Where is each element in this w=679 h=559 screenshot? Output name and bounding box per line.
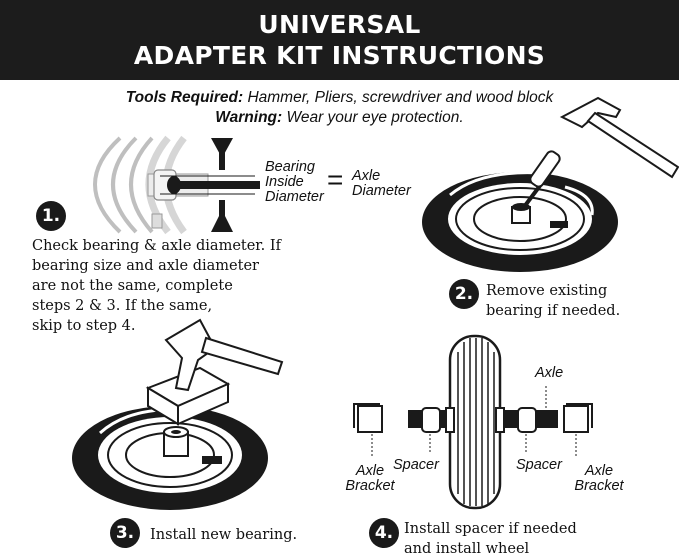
- step-2-badge: 2.: [449, 279, 479, 309]
- spacer-icon: [421, 407, 441, 433]
- tools-text: Hammer, Pliers, screwdriver and wood blo…: [247, 89, 554, 106]
- axle-bracket-left-label: Axle Bracket: [345, 463, 395, 494]
- bearing-diagram-icon: [93, 135, 260, 235]
- spacer-icon: [517, 407, 537, 433]
- title-banner: UNIVERSAL ADAPTER KIT INSTRUCTIONS: [0, 0, 679, 80]
- step-1-badge: 1.: [36, 201, 66, 231]
- step-3-text: Install new bearing.: [150, 527, 298, 543]
- title-line-1: UNIVERSAL: [258, 10, 421, 39]
- wheel-icon: [72, 406, 268, 510]
- install-wheel-illustration: [353, 334, 593, 510]
- warning-label: Warning:: [215, 109, 283, 126]
- warning-line: Warning: Wear your eye protection.: [0, 108, 679, 128]
- title-line-2: ADAPTER KIT INSTRUCTIONS: [133, 41, 546, 70]
- warning-text: Wear your eye protection.: [286, 109, 464, 126]
- axle-label: Axle: [535, 365, 564, 381]
- step-4-badge: 4.: [369, 518, 399, 548]
- tools-label: Tools Required:: [125, 89, 244, 106]
- tools-line: Tools Required: Hammer, Pliers, screwdri…: [0, 88, 679, 108]
- step-2-text: Remove existing bearing if needed.: [486, 283, 621, 319]
- step-3-badge: 3.: [110, 518, 140, 548]
- equals-sign: =: [327, 164, 344, 195]
- hammer-icon: [559, 96, 679, 179]
- wheel-icon: [422, 171, 618, 272]
- remove-bearing-illustration: [422, 96, 679, 272]
- install-bearing-illustration: [72, 318, 284, 510]
- axle-bracket-icon: [563, 403, 593, 433]
- spacer-left-label: Spacer: [393, 457, 439, 473]
- wheel-icon: [445, 334, 505, 510]
- axle-bracket-icon: [353, 403, 383, 433]
- step-4-text: Install spacer if needed and install whe…: [404, 521, 577, 557]
- tools-required: Tools Required: Hammer, Pliers, screwdri…: [0, 88, 679, 128]
- axle-bracket-right-label: Axle Bracket: [574, 463, 624, 494]
- hammer-icon: [164, 318, 284, 392]
- screwdriver-icon: [522, 150, 561, 209]
- step-1-text: Check bearing & axle diameter. If bearin…: [32, 238, 281, 334]
- axle-diameter-label: Axle Diameter: [352, 168, 411, 199]
- bearing-inside-diameter-label: Bearing Inside Diameter: [265, 159, 324, 205]
- bearing-icon: [163, 426, 189, 457]
- spacer-right-label: Spacer: [516, 457, 562, 473]
